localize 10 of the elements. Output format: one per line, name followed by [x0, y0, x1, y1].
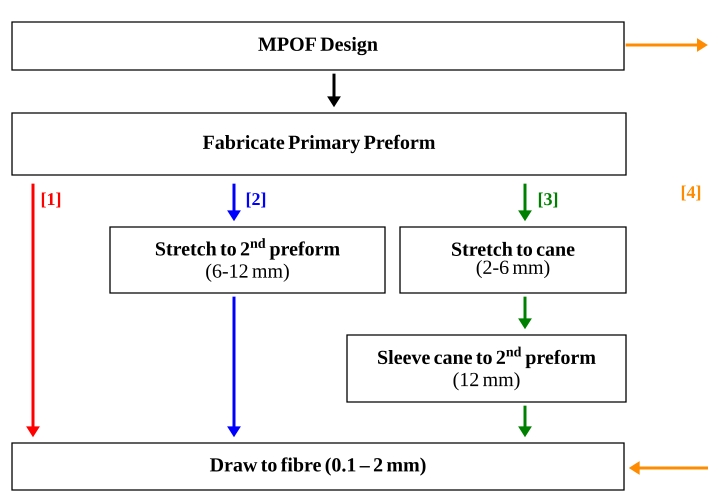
process-box: Fabricate Primary Preform [11, 112, 627, 176]
edge-label: [1] [42, 192, 60, 208]
edge-label: [3] [538, 192, 558, 208]
edge-label: [2] [246, 192, 266, 208]
process-box: MPOF Design [11, 21, 625, 71]
process-box: Stretch to cane (2-6 mm) [399, 226, 627, 294]
process-box: Draw to fibre (0.1 – 2 mm) [11, 442, 625, 491]
path-label: [4] [682, 186, 700, 200]
process-box: Stretch to 2$^{nd}$ preform (6-12 mm) [109, 226, 386, 294]
process-box: Sleeve cane to 2$^{nd}$ preform (12 mm) [346, 334, 627, 403]
